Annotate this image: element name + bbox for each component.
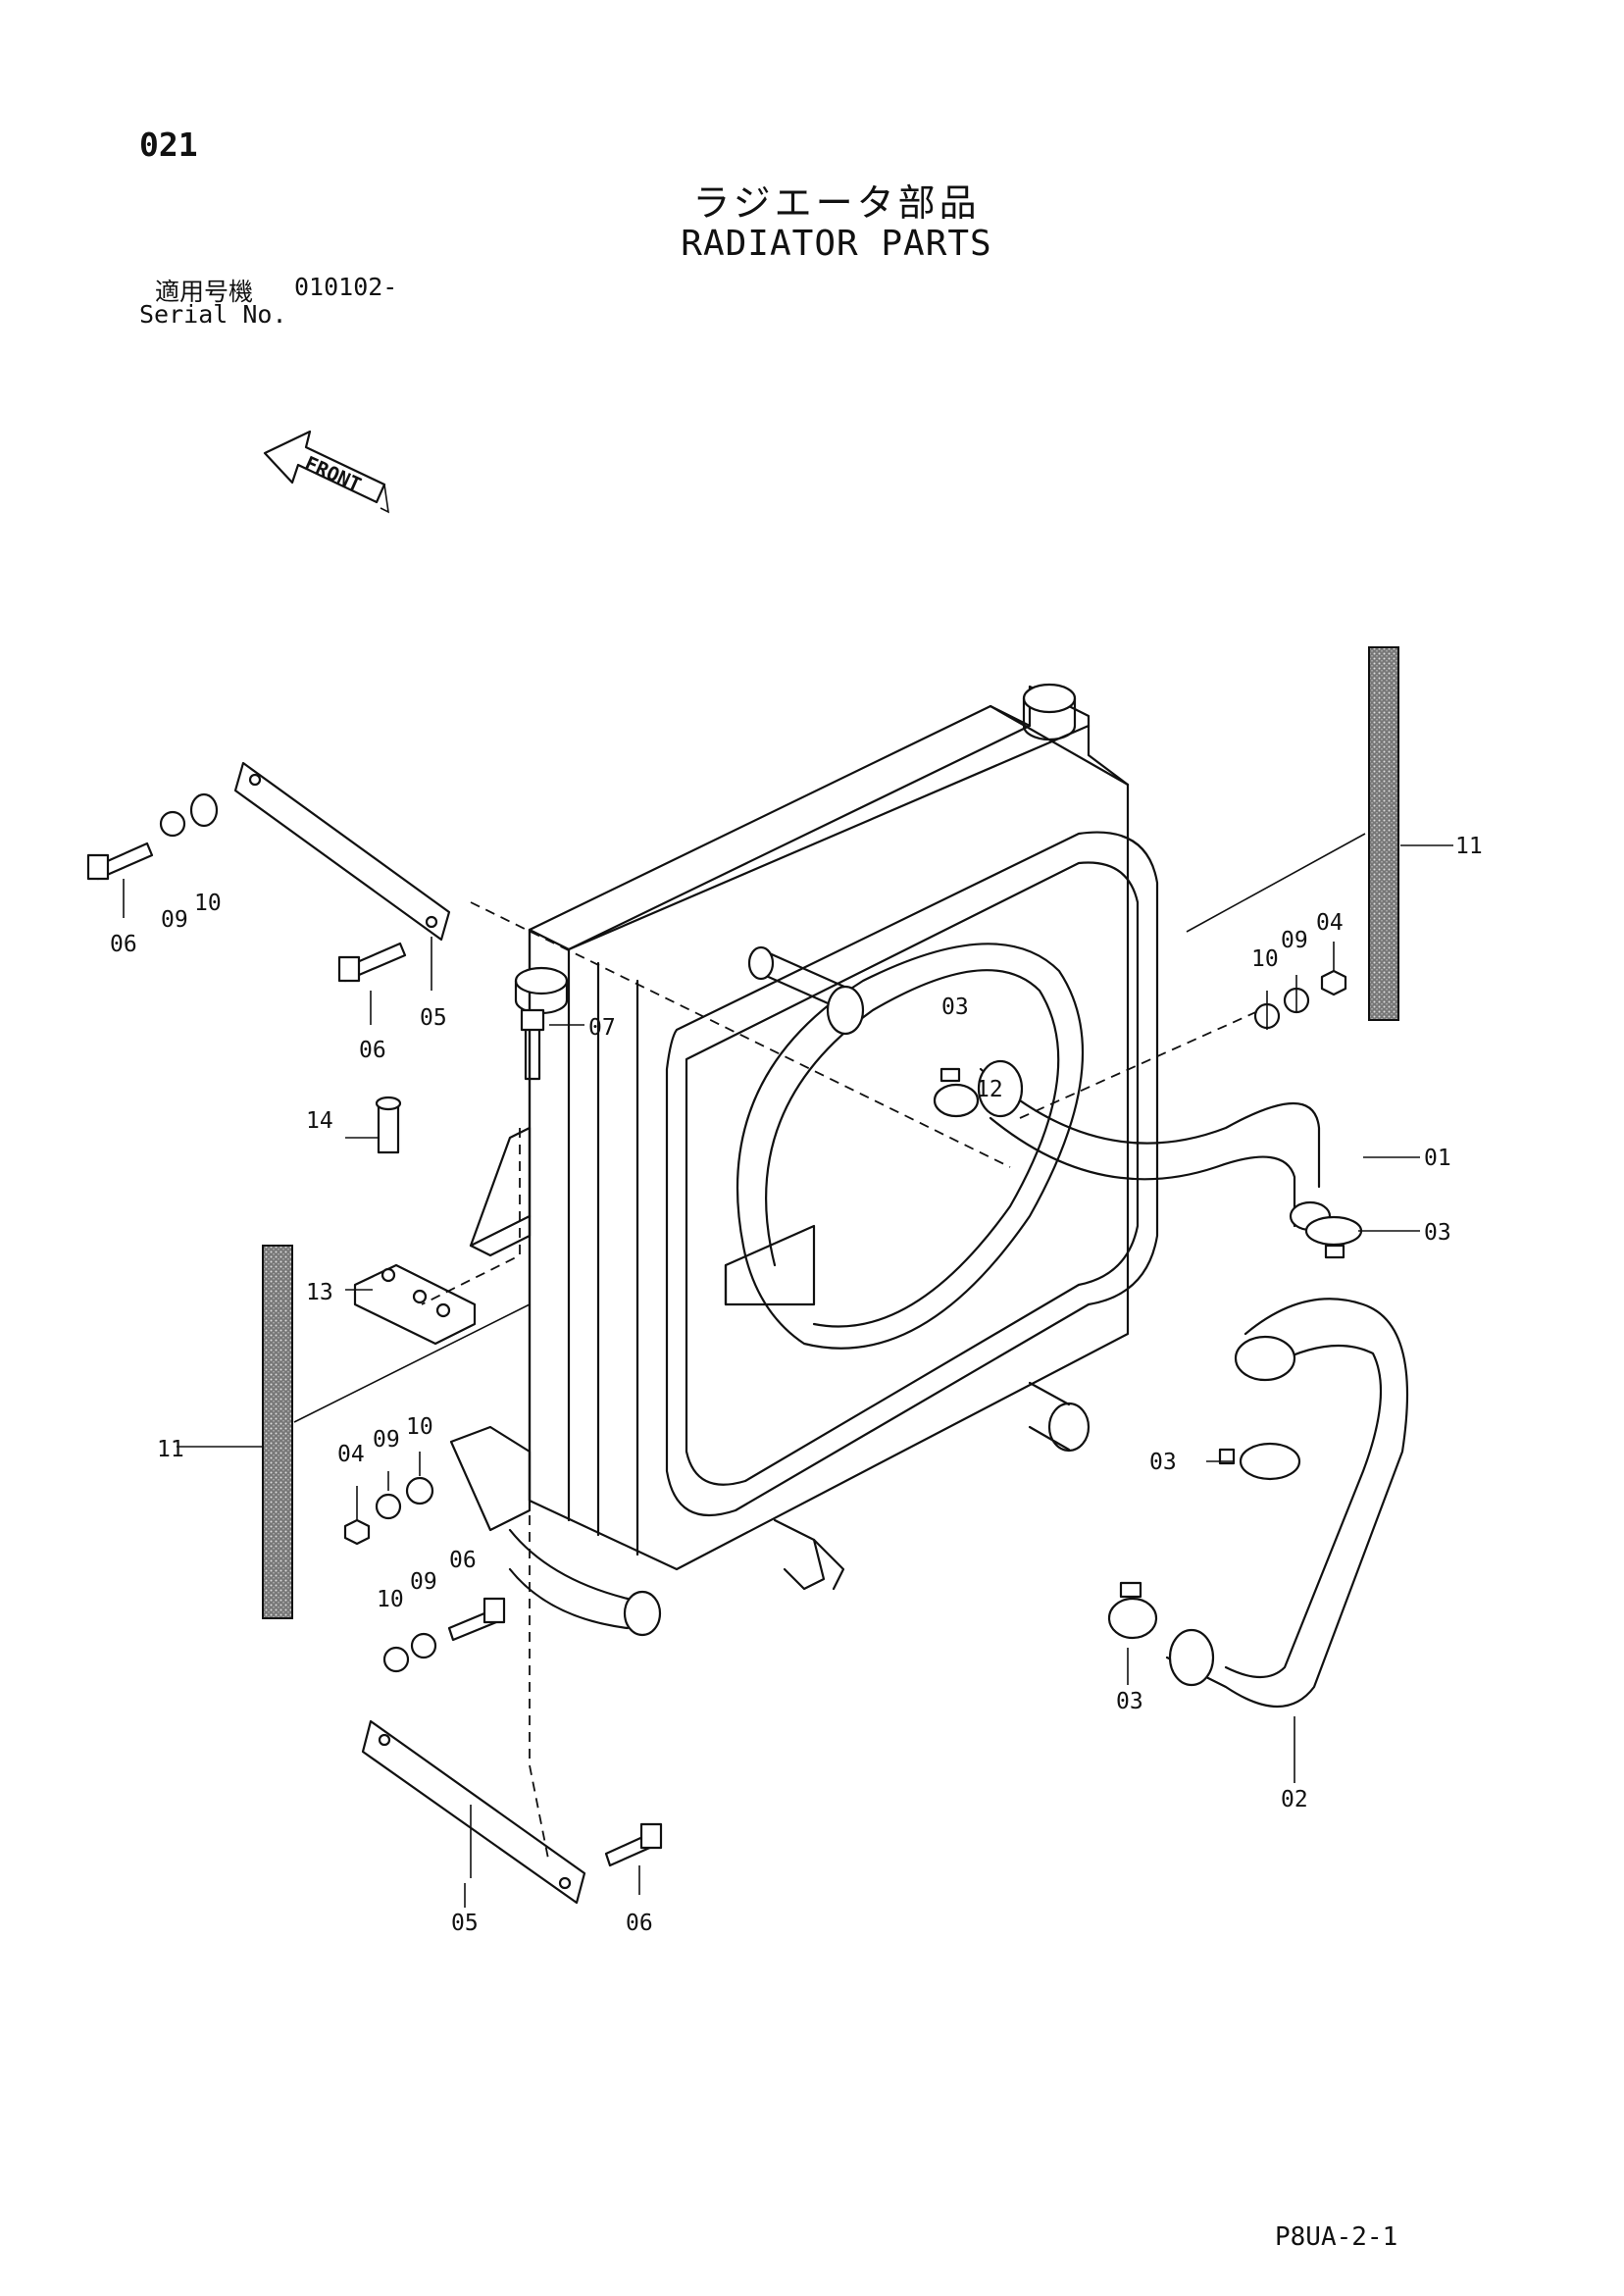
upper-hose <box>977 1059 1332 1232</box>
part-label-03: 03 <box>1424 1220 1451 1246</box>
part-label-10: 10 <box>194 891 222 916</box>
page-title-japanese: ラジエータ部品 <box>692 181 981 225</box>
part-label-10: 10 <box>1251 946 1279 972</box>
plate-and-bolt <box>353 1096 477 1346</box>
part-label-02: 02 <box>1281 1787 1308 1812</box>
part-label-09: 09 <box>373 1427 400 1453</box>
part-label-04: 04 <box>1316 910 1344 936</box>
leader-lines <box>123 833 1453 1908</box>
hose-clamps <box>933 1067 1363 1640</box>
part-label-07: 07 <box>588 1015 616 1041</box>
part-label-04: 04 <box>337 1442 365 1467</box>
page-number: 021 <box>139 126 198 164</box>
phantom-lines <box>421 901 1261 1864</box>
fan-shroud <box>449 831 1159 1637</box>
radiator-core <box>514 683 1130 1571</box>
part-label-03: 03 <box>1116 1689 1143 1714</box>
front-arrow-label: FRONT <box>301 451 365 496</box>
part-label-05: 05 <box>420 1005 447 1031</box>
serial-label-english: Serial No. <box>139 300 287 329</box>
part-label-03: 03 <box>941 995 969 1020</box>
part-label-13: 13 <box>306 1280 333 1305</box>
part-label-06: 06 <box>110 932 137 957</box>
serial-label-japanese: 適用号機 <box>155 278 254 306</box>
part-label-11: 11 <box>157 1437 184 1462</box>
fasteners <box>86 792 1347 1867</box>
part-label-09: 09 <box>161 907 188 933</box>
part-label-06: 06 <box>359 1038 386 1063</box>
part-label-10: 10 <box>377 1587 404 1612</box>
footer-page-code: P8UA-2-1 <box>1275 2222 1398 2252</box>
part-label-05: 05 <box>451 1911 479 1936</box>
part-labels: 06 09 10 05 06 07 14 12 13 11 04 09 10 1… <box>110 834 1483 1936</box>
stays <box>233 761 586 1905</box>
seal-strip-right <box>1368 646 1399 1021</box>
front-direction-arrow: FRONT <box>263 430 390 514</box>
part-label-03: 03 <box>1149 1450 1177 1475</box>
part-label-09: 09 <box>410 1569 437 1595</box>
part-label-12: 12 <box>976 1077 1003 1102</box>
part-label-09: 09 <box>1281 928 1308 953</box>
page-title-english: RADIATOR PARTS <box>681 224 992 264</box>
part-label-01: 01 <box>1424 1146 1451 1171</box>
part-label-11: 11 <box>1455 834 1483 859</box>
part-label-06: 06 <box>449 1548 477 1573</box>
serial-number-value: 010102- <box>294 273 398 301</box>
lower-hose <box>1165 1298 1408 1708</box>
part-label-06: 06 <box>626 1911 653 1936</box>
part-label-14: 14 <box>306 1108 333 1134</box>
seal-strip-left <box>262 1245 293 1619</box>
part-label-10: 10 <box>406 1414 433 1440</box>
